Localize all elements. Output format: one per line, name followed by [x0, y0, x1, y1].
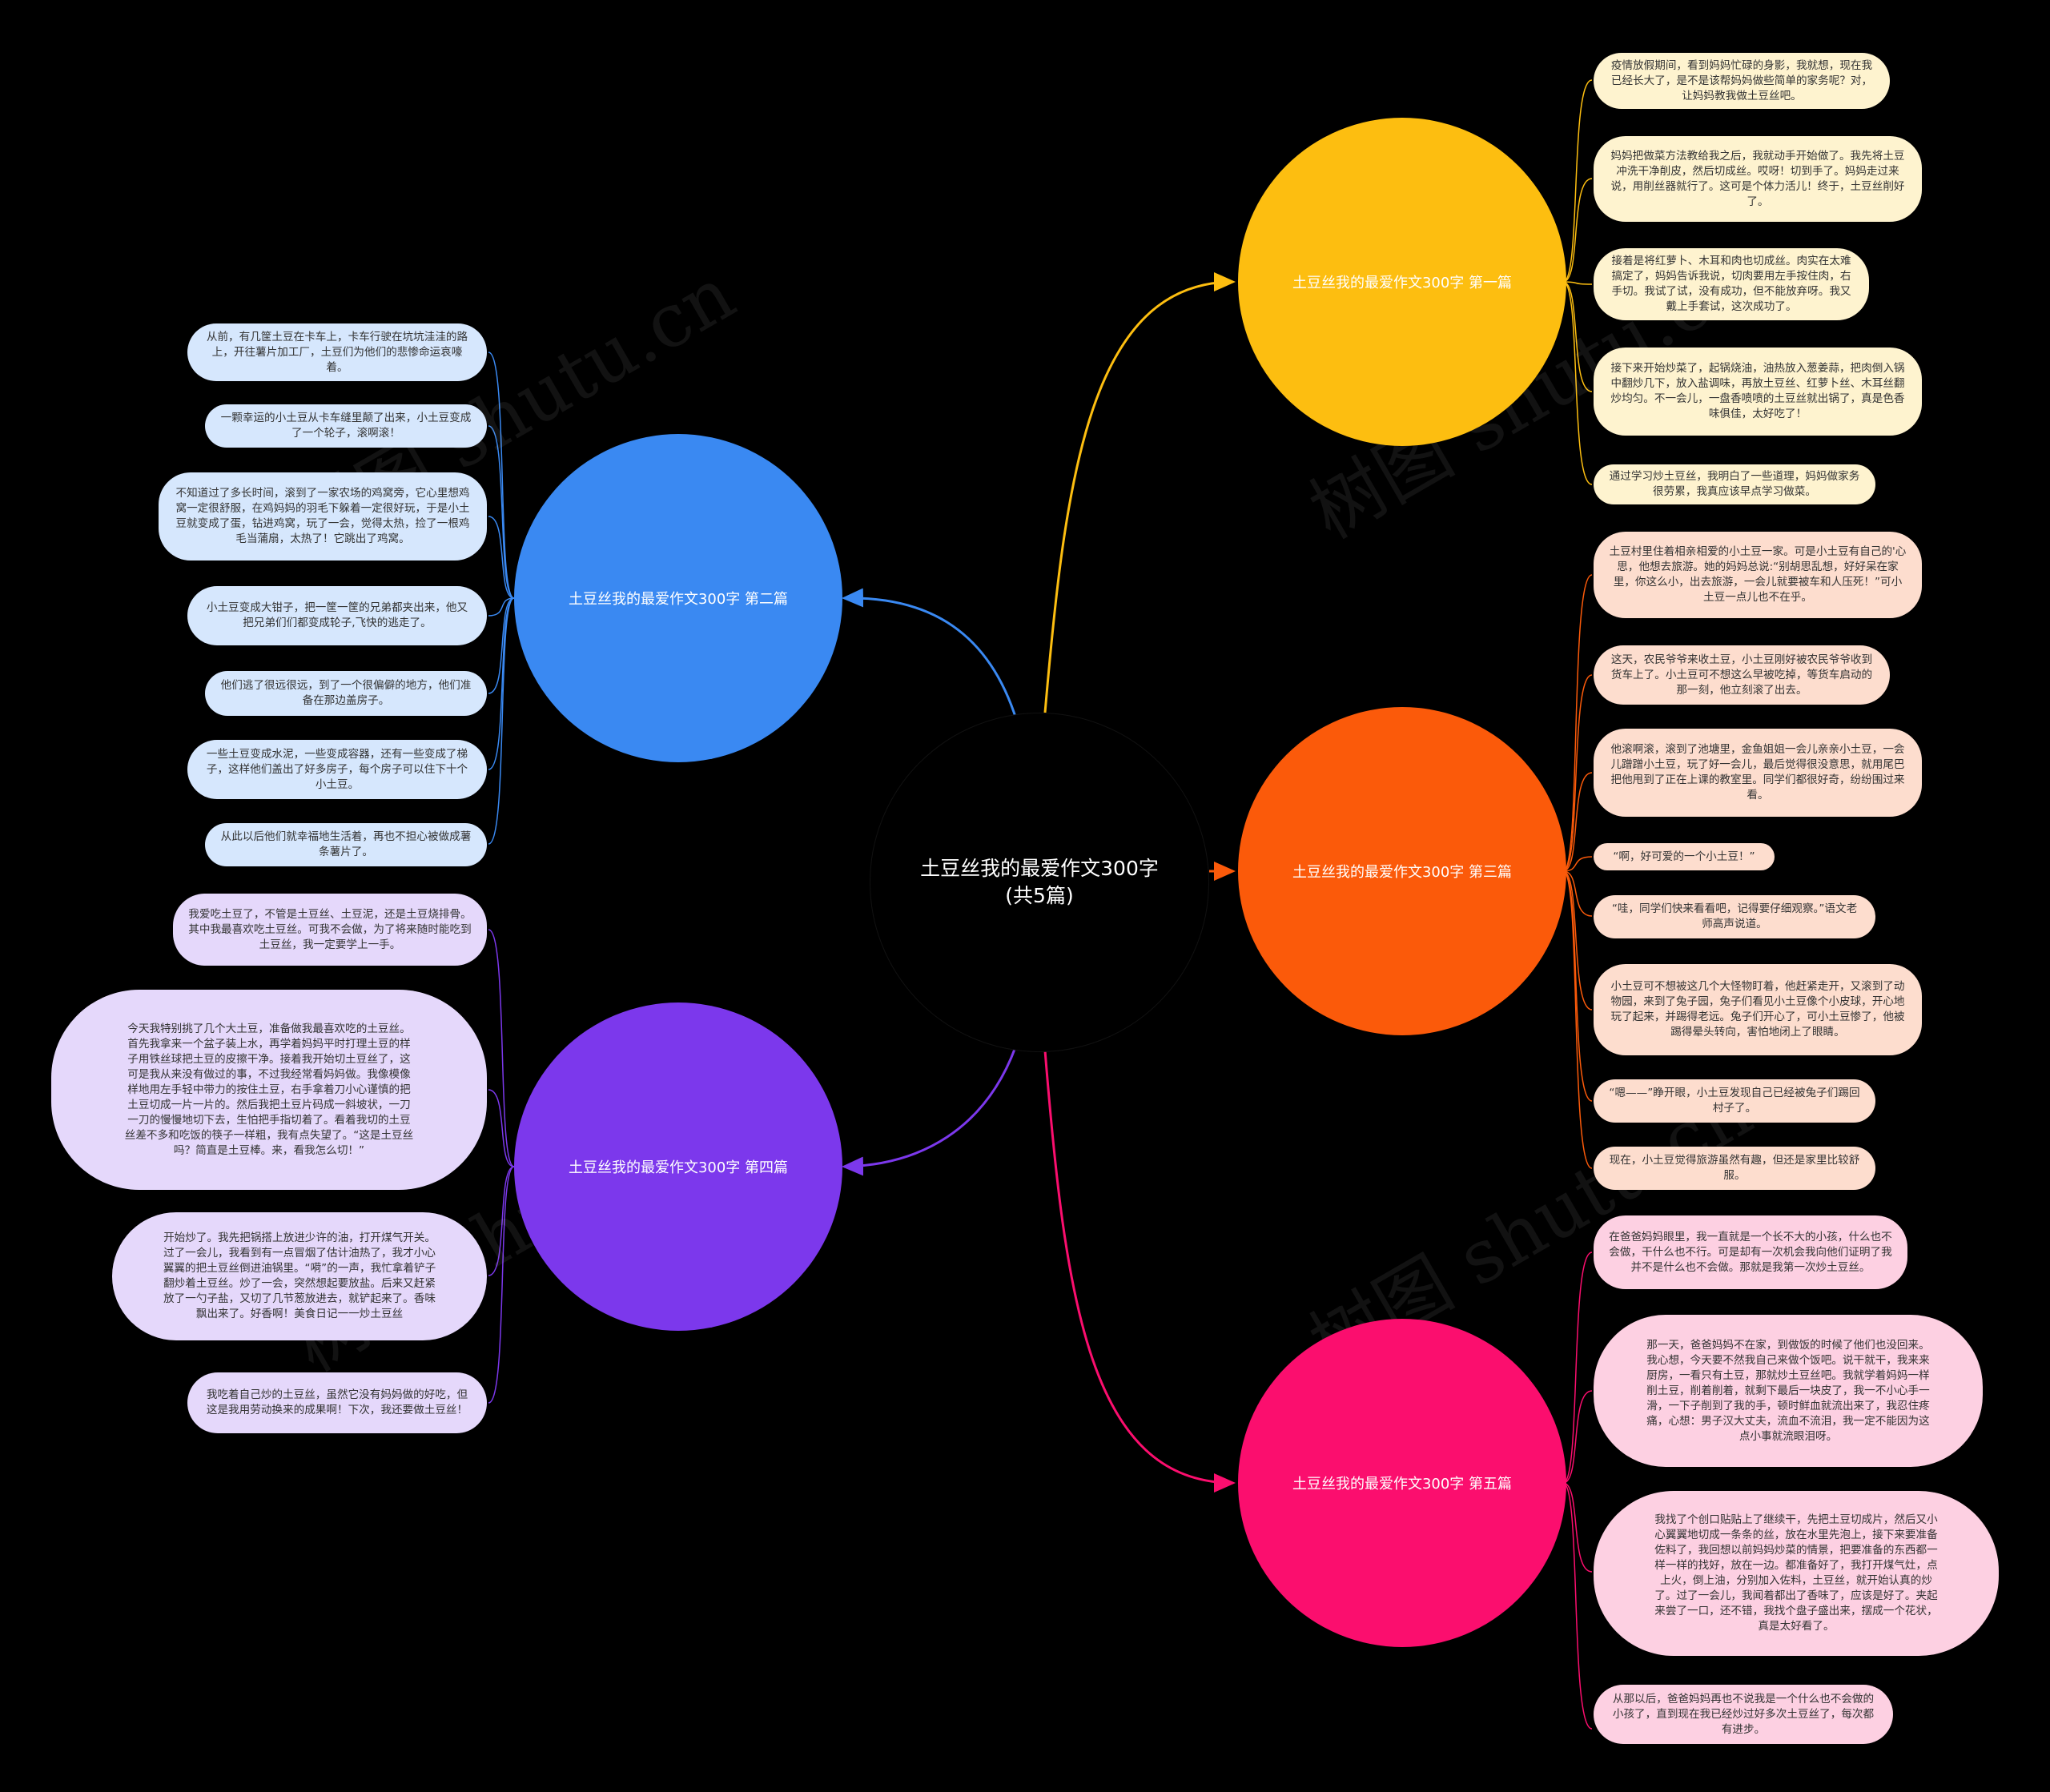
leaf-b1-1[interactable]: 疫情放假期间，看到妈妈忙碌的身影，我就想，现在我已经长大了，是不是该帮妈妈做些简…: [1594, 53, 1890, 109]
leaf-b3-6[interactable]: 小土豆可不想被这几个大怪物盯着，他赶紧走开，又滚到了动物园，来到了兔子园，兔子们…: [1594, 964, 1922, 1055]
link-center-branch2: [842, 588, 1017, 717]
branch-topic-3[interactable]: 土豆丝我的最爱作文300字 第三篇: [1238, 707, 1566, 1035]
leaf-b1-5[interactable]: 通过学习炒土豆丝，我明白了一些道理，妈妈做家务很劳累，我真应该早点学习做菜。: [1594, 464, 1875, 504]
leaf-b5-3[interactable]: 我找了个创口贴贴上了继续干，先把土豆切成片，然后又小心翼翼地切成一条条的丝，放在…: [1594, 1491, 1999, 1656]
link-center-branch5: [1043, 1050, 1236, 1493]
branch-topic-1[interactable]: 土豆丝我的最爱作文300字 第一篇: [1238, 118, 1566, 446]
leaf-b4-3[interactable]: 开始炒了。我先把锅搭上放进少许的油，打开煤气开关。过了一会儿，我看到有一点冒烟了…: [112, 1212, 487, 1340]
leaf-b2-5[interactable]: 他们逃了很远很远，到了一个很偏僻的地方，他们准备在那边盖房子。: [205, 671, 487, 716]
leaf-b4-2[interactable]: 今天我特别挑了几个大土豆，准备做我最喜欢吃的土豆丝。首先我拿来一个盆子装上水，再…: [51, 990, 487, 1190]
leaf-b2-1[interactable]: 从前，有几筐土豆在卡车上，卡车行驶在坑坑洼洼的路上，开往薯片加工厂，土豆们为他们…: [187, 323, 487, 381]
center-topic[interactable]: 土豆丝我的最爱作文300字(共5篇): [870, 713, 1209, 1052]
leaf-b1-2[interactable]: 妈妈把做菜方法教给我之后，我就动手开始做了。我先将土豆冲洗干净削皮，然后切成丝。…: [1594, 136, 1922, 222]
links-branch1: [1562, 79, 1593, 485]
leaf-b3-3[interactable]: 他滚啊滚，滚到了池塘里，金鱼姐姐一会儿亲亲小土豆，一会儿蹭蹭小土豆，玩了好一会儿…: [1594, 729, 1922, 817]
link-center-branch1: [1043, 272, 1236, 713]
links-branch4: [488, 929, 515, 1404]
leaf-b2-3[interactable]: 不知道过了多长时间，滚到了一家农场的鸡窝旁，它心里想鸡窝一定很舒服，在鸡妈妈的羽…: [159, 472, 487, 561]
leaf-b3-8[interactable]: 现在，小土豆觉得旅游虽然有趣，但还是家里比较舒服。: [1594, 1147, 1875, 1190]
leaf-b3-1[interactable]: 土豆村里住着相亲相爱的小土豆一家。可是小土豆有自己的'心思，他想去旅游。她的妈妈…: [1594, 532, 1922, 618]
leaf-b1-3[interactable]: 接着是将红萝卜、木耳和肉也切成丝。肉实在太难搞定了，妈妈告诉我说，切肉要用左手按…: [1594, 248, 1869, 320]
leaf-b2-7[interactable]: 从此以后他们就幸福地生活着，再也不担心被做成薯条薯片了。: [205, 823, 487, 866]
leaf-b2-6[interactable]: 一些土豆变成水泥，一些变成容器，还有一些变成了梯子，这样他们盖出了好多房子，每个…: [187, 740, 487, 799]
link-center-branch4: [842, 1047, 1017, 1176]
branch-topic-5[interactable]: 土豆丝我的最爱作文300字 第五篇: [1238, 1319, 1566, 1647]
leaf-b2-4[interactable]: 小土豆变成大钳子，把一筐一筐的兄弟都夹出来，他又把兄弟们们都变成轮子,飞快的逃走…: [187, 586, 487, 645]
leaf-b3-2[interactable]: 这天，农民爷爷来收土豆，小土豆刚好被农民爷爷收到货车上了。小土豆可不想这么早被吃…: [1594, 645, 1890, 705]
center-topic-label: 土豆丝我的最爱作文300字(共5篇): [920, 857, 1159, 907]
branch-topic-2[interactable]: 土豆丝我的最爱作文300字 第二篇: [514, 434, 842, 762]
branch-topic-label: 土豆丝我的最爱作文300字 第四篇: [568, 1159, 789, 1176]
leaf-b3-5[interactable]: “哇，同学们快来看看吧，记得要仔细观察。”语文老师高声说道。: [1594, 895, 1875, 938]
leaf-b5-4[interactable]: 从那以后，爸爸妈妈再也不说我是一个什么也不会做的小孩了，直到现在我已经炒过好多次…: [1594, 1685, 1893, 1744]
leaf-b5-1[interactable]: 在爸爸妈妈眼里，我一直就是一个长不大的小孩，什么也不会做，干什么也不行。可是却有…: [1594, 1215, 1907, 1289]
branch-topic-label: 土豆丝我的最爱作文300字 第三篇: [1292, 864, 1513, 881]
leaf-b2-2[interactable]: 一颗幸运的小土豆从卡车缝里颠了出来，小土豆变成了一个轮子，滚啊滚！: [205, 404, 487, 448]
leaf-b1-4[interactable]: 接下来开始炒菜了，起锅烧油，油热放入葱姜蒜，把肉倒入锅中翻炒几下，放入盐调味，再…: [1594, 348, 1922, 436]
branch-topic-4[interactable]: 土豆丝我的最爱作文300字 第四篇: [514, 1002, 842, 1331]
leaf-b3-4[interactable]: “啊，好可爱的一个小土豆！”: [1594, 843, 1775, 870]
branch-topic-label: 土豆丝我的最爱作文300字 第二篇: [568, 591, 789, 608]
leaf-b3-7[interactable]: “嗯——”睁开眼，小土豆发现自己已经被兔子们踢回村子了。: [1594, 1079, 1875, 1123]
branch-topic-label: 土豆丝我的最爱作文300字 第五篇: [1292, 1476, 1513, 1493]
links-branch3: [1562, 574, 1593, 1169]
links-branch2: [488, 352, 515, 845]
leaf-b4-1[interactable]: 我爱吃土豆了，不管是土豆丝、土豆泥，还是土豆烧排骨。其中我最喜欢吃土豆丝。可我不…: [173, 894, 487, 966]
leaf-b4-4[interactable]: 我吃着自己炒的土豆丝，虽然它没有妈妈做的好吃，但这是我用劳动换来的成果啊！下次，…: [187, 1372, 487, 1433]
branch-topic-label: 土豆丝我的最爱作文300字 第一篇: [1292, 275, 1513, 291]
leaf-b5-2[interactable]: 那一天，爸爸妈妈不在家，到做饭的时候了他们也没回来。我心想，今天要不然我自己来做…: [1594, 1315, 1983, 1467]
links-branch5: [1562, 1252, 1593, 1730]
